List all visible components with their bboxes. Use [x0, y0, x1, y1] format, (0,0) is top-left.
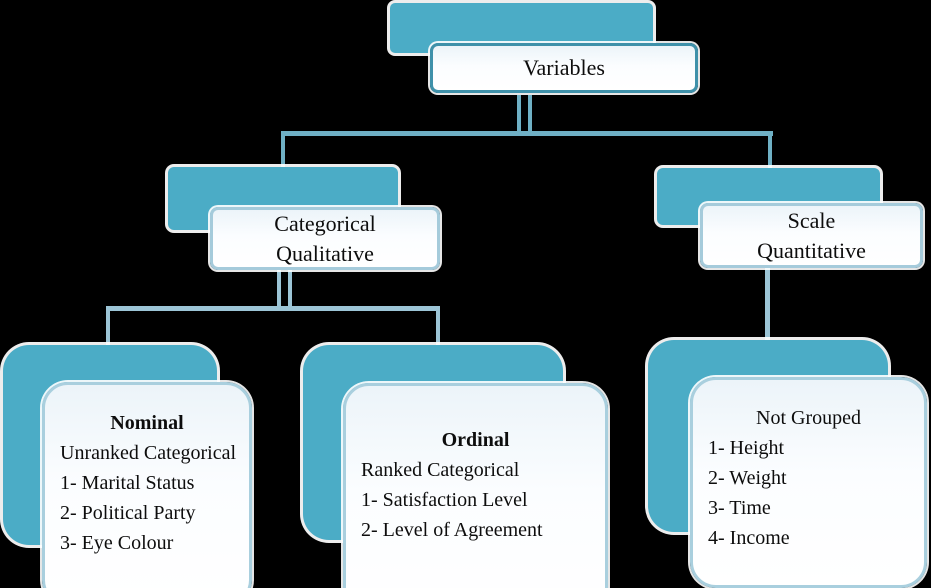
not-grouped-node-card: Not Grouped 1- Height 2- Weight 3- Time …: [690, 377, 927, 588]
ordinal-item: Ranked Categorical: [361, 459, 520, 481]
connector-drop-to-categorical: [281, 131, 285, 171]
root-node-card: Variables: [430, 43, 698, 93]
not-grouped-item: 1- Height: [708, 437, 785, 459]
ordinal-item: 2- Level of Agreement: [361, 519, 543, 541]
connector-drop-to-ordinal: [436, 306, 440, 348]
categorical-label-line1: Categorical: [274, 210, 376, 236]
nominal-header: Nominal: [110, 412, 184, 434]
categorical-label-line2: Qualitative: [276, 240, 374, 266]
root-node-label: Variables: [523, 55, 605, 80]
nominal-item: 2- Political Party: [60, 502, 196, 524]
nominal-node-card: Nominal Unranked Categorical 1- Marital …: [42, 382, 252, 588]
connector-drop-to-nominal: [106, 306, 110, 348]
scale-label-line1: Scale: [787, 207, 836, 233]
nominal-item: 1- Marital Status: [60, 472, 195, 494]
nominal-item: 3- Eye Colour: [60, 532, 174, 554]
not-grouped-item: 4- Income: [708, 527, 790, 549]
nominal-item: Unranked Categorical: [60, 442, 237, 464]
scale-label-line2: Quantitative: [757, 237, 866, 263]
connector-categorical-stem-right-line: [288, 268, 292, 310]
connector-scale-to-not-grouped: [765, 266, 770, 343]
ordinal-node-card: Ordinal Ranked Categorical 1- Satisfacti…: [343, 383, 608, 588]
not-grouped-header: Not Grouped: [756, 407, 861, 429]
connector-categorical-stem-left-line: [277, 268, 281, 310]
connector-root-stem-right-line: [528, 95, 532, 135]
ordinal-header: Ordinal: [441, 429, 510, 451]
connector-categorical-horizontal-bar: [106, 306, 440, 311]
ordinal-item: 1- Satisfaction Level: [361, 489, 528, 511]
connector-drop-to-scale: [768, 131, 772, 172]
scale-node-card: Scale Quantitative: [700, 203, 923, 268]
connector-root-horizontal-bar: [281, 131, 773, 136]
not-grouped-item: 2- Weight: [708, 467, 787, 489]
categorical-node-card: Categorical Qualitative: [210, 207, 440, 270]
not-grouped-item: 3- Time: [708, 497, 771, 519]
connector-root-stem-left-line: [517, 95, 521, 135]
